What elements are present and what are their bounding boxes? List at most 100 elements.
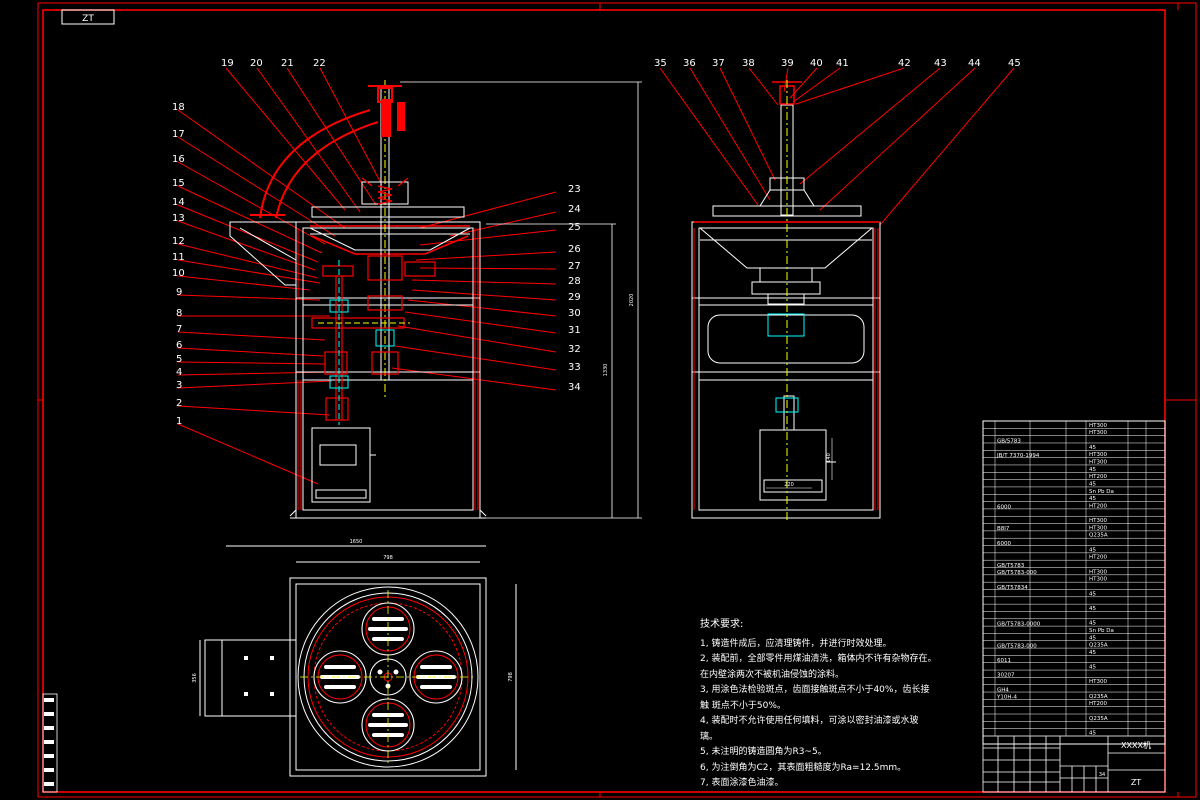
callout: 11 <box>172 252 185 263</box>
callout: 7 <box>176 324 182 335</box>
bom-material: 45 <box>1089 621 1096 627</box>
title-block <box>982 735 1166 793</box>
bom-material: 45 <box>1089 635 1096 641</box>
callout: 22 <box>313 58 326 69</box>
bom-code: 6011 <box>997 658 1011 664</box>
bom-material: HT200 <box>1089 701 1107 707</box>
callout: 42 <box>898 58 911 69</box>
dim-overall-height: 2020 <box>629 294 635 307</box>
tech-item: 触 斑点不小于50%。 <box>700 700 786 711</box>
bom-code: GB/T5783 <box>997 563 1025 569</box>
callout: 2 <box>176 398 182 409</box>
bom-material: HT300 <box>1089 459 1107 465</box>
bom-material: HT300 <box>1089 525 1107 531</box>
bom-code: GH4 <box>997 687 1009 693</box>
callout: 16 <box>172 154 185 165</box>
title-block-code: ZT <box>1131 778 1141 787</box>
bom-material: HT300 <box>1089 679 1107 685</box>
callout: 30 <box>568 308 581 319</box>
bom-material: 45 <box>1089 731 1096 737</box>
bom-material: HT300 <box>1089 518 1107 524</box>
callout: 38 <box>742 58 755 69</box>
side-view: 140 220 35 36 37 38 39 40 41 42 43 44 45 <box>654 58 1021 520</box>
bom-material: Q235A <box>1089 533 1108 539</box>
tech-item: 3, 用涂色法检验斑点，齿面接触斑点不小于40%，齿长接 <box>700 685 930 695</box>
code-box-text: ZT <box>82 14 94 24</box>
bom-code: 30207 <box>997 673 1015 679</box>
bom-code: 6000 <box>997 504 1011 510</box>
callout: 32 <box>568 344 581 355</box>
callout: 10 <box>172 268 185 279</box>
bom-material: HT200 <box>1089 555 1107 561</box>
code-box <box>61 9 115 25</box>
callout: 41 <box>836 58 849 69</box>
tech-item: 7, 表面涂漆色油漆。 <box>700 778 784 788</box>
bom-material: Sn Pb Da <box>1089 489 1114 495</box>
callout: 39 <box>781 58 794 69</box>
dim-plan-width: 1650 <box>350 539 363 545</box>
callout: 8 <box>176 308 182 319</box>
dim-motor-w: 220 <box>784 482 794 488</box>
tech-item: 5, 未注明的铸造圆角为R3~5。 <box>700 747 827 757</box>
callout: 20 <box>250 58 263 69</box>
bom-code: Y10H-4 <box>996 695 1017 701</box>
callout: 15 <box>172 178 185 189</box>
title-block-name: XXXX机 <box>1121 740 1151 750</box>
callout: 31 <box>568 325 581 336</box>
tech-item: 1, 铸造件成后，应清理铸件，并进行时效处理。 <box>700 638 892 649</box>
tech-item: 在内壁涂两次不被机油侵蚀的涂料。 <box>700 669 845 680</box>
bom-code: GB/T57834 <box>997 585 1028 591</box>
callout: 34 <box>568 382 581 393</box>
callout: 12 <box>172 236 185 247</box>
tech-item: 璃。 <box>700 731 719 742</box>
dim-lower-height: 1330 <box>603 364 609 377</box>
callout: 43 <box>934 58 947 69</box>
callout: 13 <box>172 213 185 224</box>
callout: 18 <box>172 102 185 113</box>
callout: 27 <box>568 261 581 272</box>
tech-item: 4, 装配时不允许使用任何填料，可涂以密封油漆或水玻 <box>700 716 919 726</box>
bom-material: 45 <box>1089 665 1096 671</box>
bom-material: HT300 <box>1089 452 1107 458</box>
dim-motor-h: 140 <box>826 453 832 463</box>
bom-material: 45 <box>1089 481 1096 487</box>
bom-material: Q235A <box>1089 716 1108 722</box>
bom-material: 45 <box>1089 650 1096 656</box>
dim-plan-left: 356 <box>192 673 198 683</box>
bom-material: HT300 <box>1089 569 1107 575</box>
bom-material: 45 <box>1089 496 1096 502</box>
bom-material: Q235A <box>1089 643 1108 649</box>
callout: 5 <box>176 354 182 365</box>
callout: 19 <box>221 58 234 69</box>
callout: 33 <box>568 362 581 373</box>
bom-material: 45 <box>1089 445 1096 451</box>
bom-code: GB/T5783-000 <box>997 643 1037 649</box>
bom-material: 45 <box>1089 467 1096 473</box>
callout: 45 <box>1008 58 1021 69</box>
callout: 44 <box>968 58 981 69</box>
tech-item: 2, 装配前，全部零件用煤油清洗，箱体内不许有杂物存在。 <box>700 654 937 664</box>
callout: 4 <box>176 367 182 378</box>
dim-plan-inner: 798 <box>383 555 393 561</box>
callout: 25 <box>568 222 581 233</box>
callout: 36 <box>683 58 696 69</box>
tech-heading: 技术要求: <box>700 619 744 630</box>
outer-frame <box>37 2 1197 798</box>
bom-material: HT200 <box>1089 474 1107 480</box>
front-view: 2020 1330 19 20 21 22 18 17 16 15 14 13 … <box>172 58 642 519</box>
callout: 23 <box>568 184 581 195</box>
bom-material: 45 <box>1089 606 1096 612</box>
callout: 37 <box>712 58 725 69</box>
bom-material: 45 <box>1089 547 1096 553</box>
bom-code: JB/T 7370-1994 <box>996 453 1040 459</box>
bom-material: Q235A <box>1089 694 1108 700</box>
callout: 35 <box>654 58 667 69</box>
bom-material: HT200 <box>1089 503 1107 509</box>
callout: 26 <box>568 244 581 255</box>
bom-material: 45 <box>1089 591 1096 597</box>
callout: 3 <box>176 380 182 391</box>
bom-code: GB/T5783-000 <box>997 570 1037 576</box>
bom-code: B8I7 <box>997 526 1010 532</box>
callout: 24 <box>568 204 581 215</box>
